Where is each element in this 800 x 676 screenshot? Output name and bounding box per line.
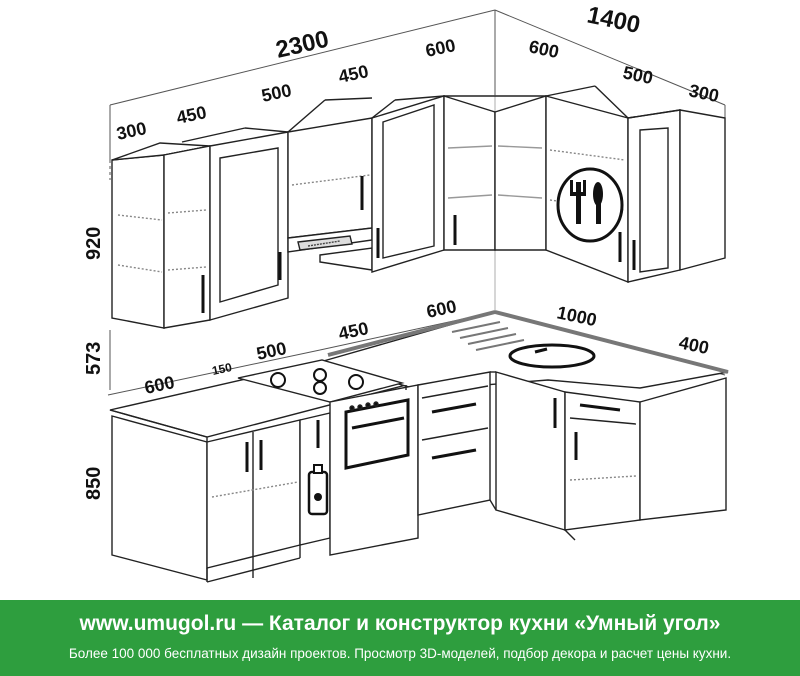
dim-lower-5: 400 xyxy=(677,332,711,358)
dim-top-total-left: 2300 xyxy=(273,26,331,64)
sink xyxy=(451,321,596,369)
dim-lower-corner: 600 xyxy=(425,296,459,322)
upper-corner-cabinet xyxy=(443,95,547,251)
kitchen-diagram: 2300 1400 300 450 500 450 600 600 500 30… xyxy=(83,1,729,583)
dim-top-total-right: 1400 xyxy=(585,1,643,39)
bottle-rack xyxy=(299,412,331,546)
oven-cabinet xyxy=(329,384,419,556)
plate-fork-knife-icon xyxy=(556,167,624,243)
dim-upper-5: 500 xyxy=(621,62,655,88)
dim-upper-3: 500 xyxy=(260,80,294,106)
upper-cabinet-4-hood xyxy=(287,97,373,271)
dim-height-gap: 573 xyxy=(83,342,105,375)
dim-upper-4: 450 xyxy=(337,61,371,87)
promo-banner: www.umugol.ru — Каталог и конструктор ку… xyxy=(0,600,800,676)
dim-upper-2: 450 xyxy=(175,102,209,128)
upper-cabinet-3-glass xyxy=(181,127,289,321)
dim-height-upper: 920 xyxy=(83,227,105,260)
dim-lower-4: 1000 xyxy=(555,302,598,330)
dimension-lines xyxy=(107,9,726,396)
dim-lower-1: 600 xyxy=(143,372,177,398)
dim-lower-gap: 150 xyxy=(211,360,234,378)
banner-subtitle: Более 100 000 бесплатных дизайн проектов… xyxy=(68,646,732,661)
banner-title[interactable]: www.umugol.ru — Каталог и конструктор ку… xyxy=(79,612,721,635)
upper-cabinet-5-glass xyxy=(371,95,445,273)
dim-height-lower: 850 xyxy=(83,467,105,500)
dim-upper-corner-right: 600 xyxy=(527,36,561,62)
dim-lower-2: 500 xyxy=(255,338,289,364)
dim-upper-1: 300 xyxy=(115,118,149,144)
lower-corner-cabinet xyxy=(489,371,566,531)
drawer-unit xyxy=(417,371,491,516)
gas-hob xyxy=(237,359,405,403)
lower-cabinet-right xyxy=(564,377,727,541)
lower-cabinet-1 xyxy=(111,415,301,583)
upper-cabinet-7-glass xyxy=(627,109,726,283)
upper-cabinet-1 xyxy=(111,142,211,329)
upper-cabinet-2 xyxy=(163,145,211,329)
dim-upper-6: 300 xyxy=(687,80,721,106)
dim-upper-corner-left: 600 xyxy=(424,35,458,61)
